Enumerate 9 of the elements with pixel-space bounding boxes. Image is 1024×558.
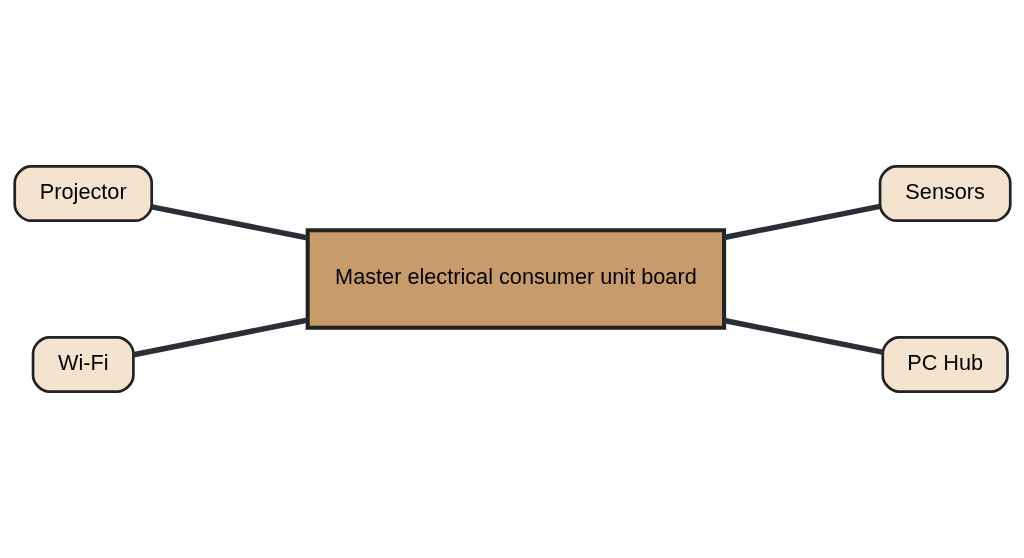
connector [723,317,883,355]
node-box: Master electrical consumer unit board [305,228,726,330]
connector [132,317,308,358]
node-box: Sensors [878,165,1012,223]
node-box: Wi-Fi [31,335,135,393]
connector [150,204,308,241]
node-box: PC Hub [880,335,1009,393]
connector [723,203,881,241]
node-box: Projector [12,165,153,223]
